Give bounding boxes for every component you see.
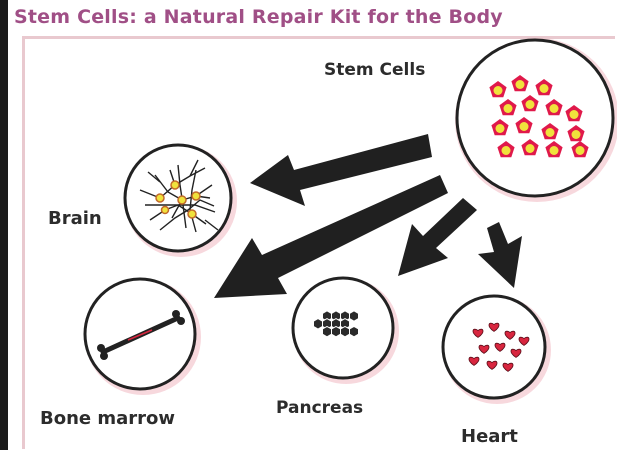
pancreas-dish <box>293 278 399 384</box>
stem-cell-nucleus <box>550 146 559 155</box>
stem-cell-nucleus <box>540 84 549 93</box>
pancreas-label: Pancreas <box>276 398 363 418</box>
heart-label: Heart <box>461 426 518 447</box>
stem-cell-nucleus <box>494 86 503 95</box>
stem-cell-nucleus <box>504 104 513 113</box>
hexagon-cell <box>350 326 359 336</box>
hexagon-cell <box>350 311 359 321</box>
brain-label: Brain <box>48 208 102 229</box>
stem-cell-nucleus <box>502 146 511 155</box>
arrow-to-heart <box>478 222 522 288</box>
heart-dish <box>443 296 551 404</box>
hexagon-cell <box>341 326 350 336</box>
stem-cell-nucleus <box>496 124 505 133</box>
stem-cell-nucleus <box>526 144 535 153</box>
stem-cell-nucleus <box>576 146 585 155</box>
stem-cell-dish <box>455 38 617 202</box>
stem-cell-nucleus <box>570 110 579 119</box>
bone-marrow-label: Bone marrow <box>40 408 175 429</box>
stem-cell-nucleus <box>516 80 525 89</box>
stem-cell-nucleus <box>546 128 555 137</box>
stem-cell-nucleus <box>520 122 529 131</box>
stem-cells-label: Stem Cells <box>324 60 425 80</box>
bone-marrow-dish <box>85 279 201 395</box>
hexagon-cell <box>332 326 341 336</box>
stem-cell-nucleus <box>572 130 581 139</box>
stem-cell-nucleus <box>550 104 559 113</box>
stem-cell-nucleus <box>526 100 535 109</box>
hexagon-cell <box>323 326 332 336</box>
brain-dish <box>125 145 237 257</box>
hexagon-cell <box>314 319 323 329</box>
